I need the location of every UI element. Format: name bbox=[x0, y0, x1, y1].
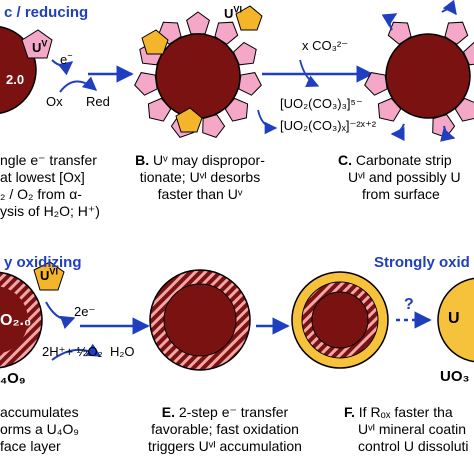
uvi-pentagon-d bbox=[33, 261, 65, 291]
caption-b: B. Uᵛ may dispropor- tionate; Uᵛᴵ desorb… bbox=[135, 152, 265, 202]
panel-b-uv-pentagon bbox=[134, 72, 158, 96]
desorb-arrow-2 bbox=[441, 0, 457, 16]
uo2-core-c bbox=[385, 33, 471, 119]
uo2-core-d bbox=[0, 286, 28, 354]
ox-label: Ox bbox=[46, 94, 63, 109]
uv-pentagon-a bbox=[21, 29, 53, 59]
panel-a-graphic bbox=[0, 25, 134, 115]
uvi-pentagon-b3 bbox=[235, 5, 263, 31]
oxygen-arrow bbox=[51, 343, 102, 361]
panel-d-graphic bbox=[0, 261, 150, 369]
uvi-label-b: UVI bbox=[224, 4, 242, 21]
caption-a: ngle e⁻ transfer at lowest [Ox] ₂ / O₂ f… bbox=[0, 152, 100, 219]
uo3-core-label: U bbox=[448, 310, 460, 327]
u4o9-product: ₄O₉ bbox=[0, 370, 26, 387]
caption-d: accumulates orms a U₄O₉ face layer bbox=[0, 404, 79, 454]
red-label: Red bbox=[86, 94, 110, 109]
uv-label-a: UV bbox=[32, 38, 48, 55]
complex-arrow-2 bbox=[257, 109, 278, 135]
panel-c-uv-pentagon bbox=[432, 114, 456, 138]
uo2-core-e bbox=[163, 283, 237, 357]
panel-c-uv-pentagon bbox=[364, 72, 388, 96]
two-electron-label: 2e⁻ bbox=[74, 304, 96, 319]
uvi-label-d: UVI bbox=[40, 266, 58, 283]
two-electron-arrow bbox=[45, 301, 76, 329]
desorb-arrow-4 bbox=[440, 125, 456, 142]
desorb-arrow-3 bbox=[390, 123, 405, 141]
question-mark: ? bbox=[404, 296, 414, 313]
core-label-d: O₂.₀ bbox=[0, 312, 32, 329]
panel-b-uv-pentagon bbox=[186, 11, 210, 35]
panel-b-uv-pentagon bbox=[202, 114, 226, 138]
uo3-sphere bbox=[437, 277, 474, 363]
reaction-left: 2H⁺+ ½O₂ bbox=[42, 344, 103, 359]
caption-f: F. If Rₒₓ faster tha Uᵛᴵ mineral coatin … bbox=[344, 404, 469, 454]
uvi-pentagon-b1 bbox=[141, 29, 169, 55]
panel-c-graphic bbox=[364, 0, 474, 142]
panel-e2-graphic bbox=[291, 271, 432, 369]
caption-e: E. 2-step e⁻ transfer favorable; fast ox… bbox=[148, 404, 302, 454]
top-header: c / reducing bbox=[4, 4, 89, 21]
electron-arrow bbox=[51, 59, 74, 76]
carbonate-reagent: x CO₃²⁻ bbox=[302, 38, 349, 53]
uo2-core-e2 bbox=[311, 291, 369, 349]
ox-red-arrow bbox=[59, 76, 98, 93]
panel-e-graphic bbox=[149, 269, 290, 371]
complex-1: [UO₂(CO₃)₃]⁵⁻ bbox=[280, 96, 363, 111]
panel-f-graphic bbox=[437, 277, 474, 363]
bottom-header-left: y oxidizing bbox=[4, 254, 82, 271]
bottom-header-right: Strongly oxid bbox=[374, 254, 470, 271]
desorb-arrow-1 bbox=[381, 13, 398, 31]
complex-arrow bbox=[299, 59, 320, 87]
reaction-right: H₂O bbox=[110, 344, 135, 359]
panel-b-graphic bbox=[134, 5, 374, 138]
electron-label: e− bbox=[60, 50, 73, 67]
panel-b-uv-pentagon bbox=[238, 72, 262, 96]
caption-c: C. Carbonate strip Uᵛᴵ and possibly U fr… bbox=[338, 152, 461, 202]
complex-2: [UO₂(CO₃)ₓ]⁻²ˣ⁺² bbox=[280, 118, 377, 133]
core-sub-a: 2.0 bbox=[6, 72, 25, 87]
uo3-product: UO₃ bbox=[440, 368, 470, 385]
uvi-pentagon-b2 bbox=[175, 107, 203, 133]
uo2-core-b bbox=[155, 33, 241, 119]
